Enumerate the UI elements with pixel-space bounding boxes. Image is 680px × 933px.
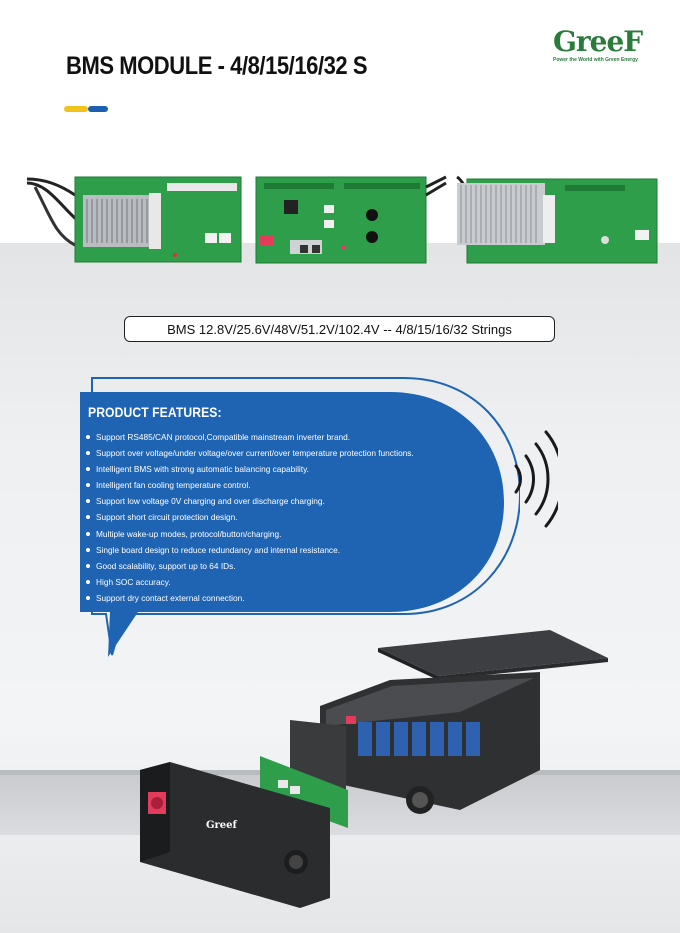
feature-item: Support short circuit protection design.: [86, 509, 414, 525]
feature-item: High SOC accuracy.: [86, 574, 414, 590]
features-list: Support RS485/CAN protocol,Compatible ma…: [86, 429, 414, 606]
feature-item: Support over voltage/under voltage/over …: [86, 445, 414, 461]
feature-item: Single board design to reduce redundancy…: [86, 542, 414, 558]
bms-board-image-2: [254, 175, 449, 265]
spec-label-box: BMS 12.8V/25.6V/48V/51.2V/102.4V -- 4/8/…: [124, 316, 555, 342]
feature-item: Support dry contact external connection.: [86, 590, 414, 606]
bms-board-image-3: [455, 175, 660, 265]
feature-item: Intelligent BMS with strong automatic ba…: [86, 461, 414, 477]
feature-item: Support low voltage 0V charging and over…: [86, 493, 414, 509]
wireless-signal-icon: [514, 430, 558, 528]
logo-tagline: Power the World with Green Energy: [553, 57, 638, 63]
exploded-battery-image: Greef: [130, 630, 640, 910]
product-brand-label: Greef: [206, 820, 238, 831]
page-title: BMS MODULE - 4/8/15/16/32 S: [66, 52, 368, 80]
feature-item: Good scalability, support up to 64 IDs.: [86, 558, 414, 574]
accent-bar-blue: [88, 106, 108, 112]
accent-bar-yellow: [64, 106, 88, 112]
features-title: PRODUCT FEATURES:: [88, 405, 222, 420]
logo-wordmark: GreeF: [553, 25, 643, 58]
bms-board-image-1: [25, 175, 245, 265]
feature-item: Intelligent fan cooling temperature cont…: [86, 477, 414, 493]
feature-item: Support RS485/CAN protocol,Compatible ma…: [86, 429, 414, 445]
brand-logo: GreeF Power the World with Green Energy: [553, 28, 657, 68]
feature-item: Multiple wake-up modes, protocol/button/…: [86, 526, 414, 542]
features-panel: [80, 377, 520, 657]
